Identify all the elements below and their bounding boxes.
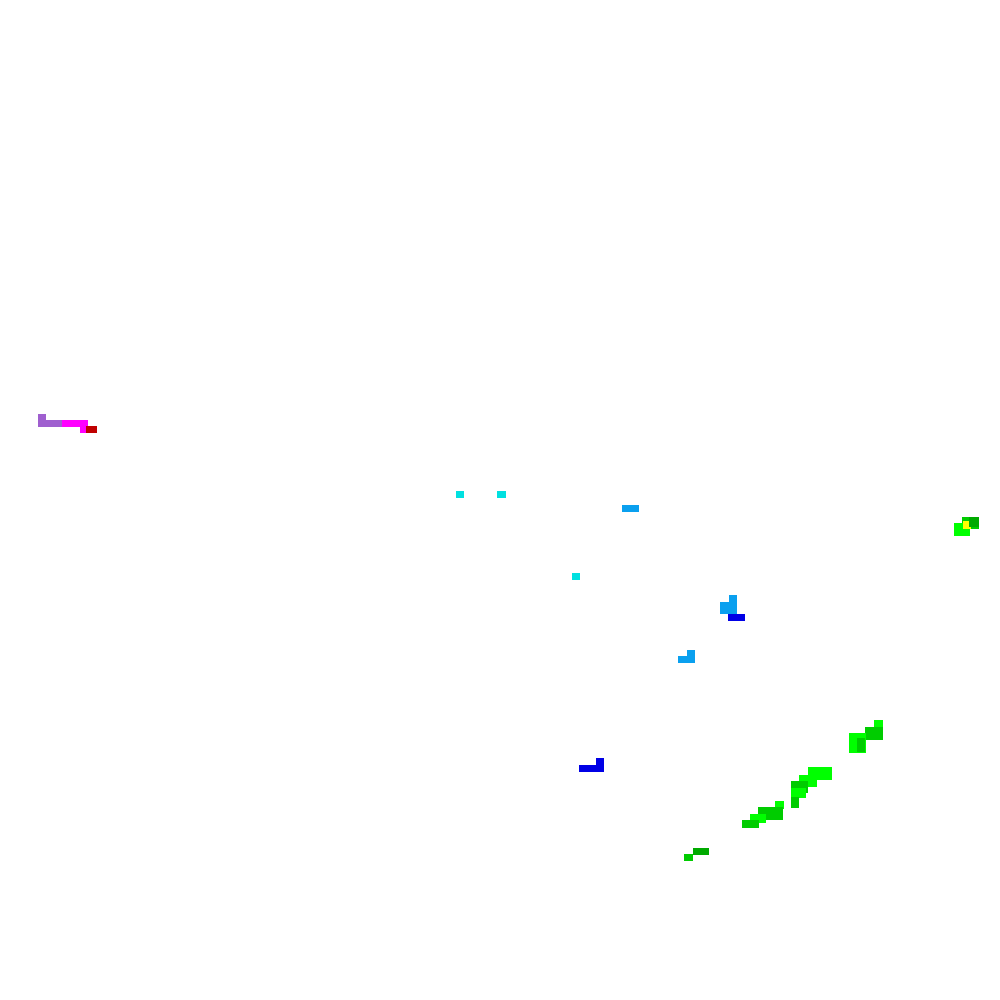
cluster-southeast-band-cell-12 bbox=[742, 820, 759, 828]
cluster-northwest-streak-cell-2 bbox=[62, 420, 88, 427]
cluster-northwest-streak-cell-1 bbox=[38, 420, 64, 427]
cluster-central-cyan bbox=[456, 491, 580, 580]
cluster-southeast-band-cell-7 bbox=[791, 788, 806, 798]
cluster-central-blue-cell-3 bbox=[728, 614, 745, 621]
cluster-east-green-cell-2 bbox=[963, 521, 971, 529]
cluster-northwest-streak bbox=[38, 414, 97, 433]
cluster-southeast-band-cell-11 bbox=[750, 814, 766, 823]
cluster-east-green-cell-3 bbox=[969, 517, 979, 527]
cluster-southeast-band-cell-9 bbox=[775, 801, 784, 809]
cluster-southeast-band-cell-0 bbox=[874, 720, 883, 728]
cluster-central-blue bbox=[622, 505, 745, 663]
cluster-south-blue-cell-0 bbox=[596, 758, 604, 766]
cluster-southeast-band-cell-3 bbox=[857, 738, 865, 752]
cluster-central-cyan-cell-2 bbox=[572, 573, 580, 580]
cluster-central-blue-cell-4 bbox=[687, 650, 695, 658]
cluster-northwest-streak-cell-4 bbox=[86, 426, 97, 433]
cluster-northwest-streak-cell-3 bbox=[80, 426, 88, 433]
cluster-central-cyan-cell-0 bbox=[456, 491, 464, 498]
cluster-south-blue-cell-1 bbox=[579, 765, 604, 772]
cluster-central-blue-cell-2 bbox=[720, 602, 737, 614]
cluster-east-green bbox=[954, 517, 979, 536]
cluster-central-blue-cell-0 bbox=[622, 505, 639, 512]
cluster-southeast-band bbox=[742, 720, 883, 828]
cluster-south-green-cell-0 bbox=[693, 848, 709, 855]
cluster-southeast-band-cell-8 bbox=[791, 797, 799, 808]
cluster-central-blue-cell-5 bbox=[678, 656, 695, 663]
cluster-central-cyan-cell-1 bbox=[497, 491, 506, 498]
cluster-south-green-cell-1 bbox=[684, 854, 693, 861]
cluster-south-green bbox=[684, 848, 709, 861]
cluster-central-blue-cell-1 bbox=[729, 595, 737, 603]
cluster-south-blue bbox=[579, 758, 604, 772]
cluster-southeast-band-cell-1 bbox=[865, 727, 883, 740]
